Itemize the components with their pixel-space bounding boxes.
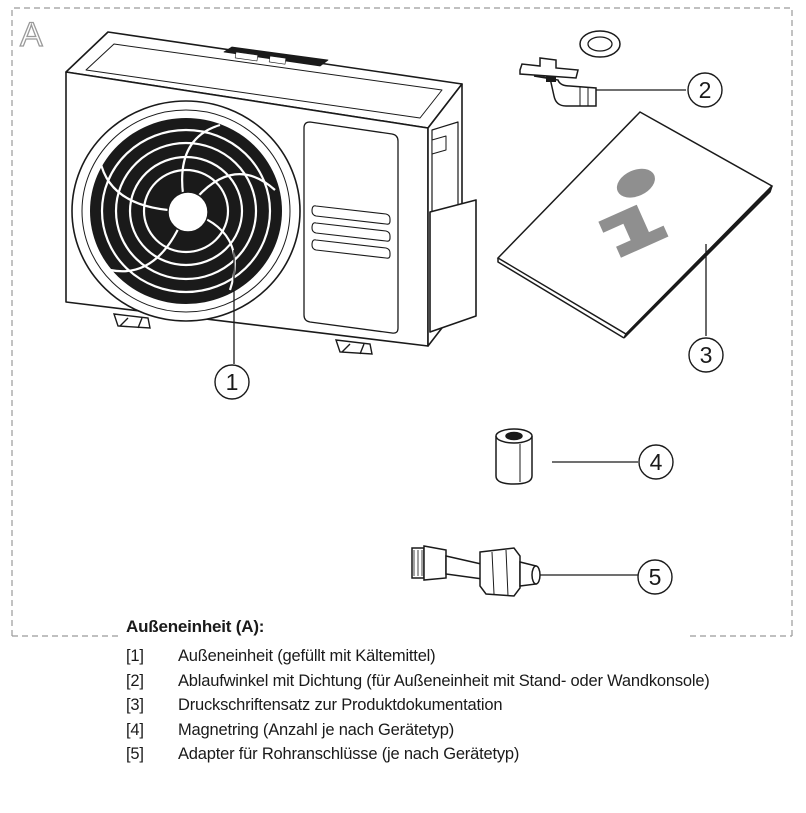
outdoor-unit-illustration	[65, 31, 477, 347]
callout-number-2: 2	[699, 77, 712, 103]
legend-item-number: [5]	[126, 745, 144, 763]
magnet-ring-illustration	[495, 428, 533, 485]
unit-feet	[112, 313, 373, 355]
parts-diagram: A	[11, 7, 793, 637]
legend-item-number: [4]	[126, 720, 144, 739]
callout-circle-5	[637, 559, 673, 595]
legend-item-text: Ablaufwinkel mit Dichtung (für Außeneinh…	[178, 671, 710, 690]
legend-item-number: [2]	[126, 671, 144, 690]
callout-circle-2	[687, 72, 723, 108]
legend: Außeneinheit (A): [1] Außeneinheit (gefü…	[126, 617, 766, 767]
legend-item: [2] Ablaufwinkel mit Dichtung (für Außen…	[126, 669, 766, 694]
callout-number-4: 4	[650, 449, 663, 475]
legend-item-text: Adapter für Rohranschlüsse (je nach Gerä…	[178, 745, 520, 763]
legend-title: Außeneinheit (A):	[126, 617, 265, 636]
callout-number-3: 3	[700, 342, 713, 368]
documentation-illustration	[496, 111, 774, 339]
legend-item: [4] Magnetring (Anzahl je nach Gerätetyp…	[126, 718, 766, 743]
legend-item: [5] Adapter für Rohranschlüsse (je nach …	[126, 742, 766, 767]
legend-item: [1] Außeneinheit (gefüllt mit Kältemitte…	[126, 644, 766, 669]
legend-item-text: Außeneinheit (gefüllt mit Kältemittel)	[178, 647, 436, 665]
callout-number-1: 1	[226, 369, 239, 395]
legend-item-text: Magnetring (Anzahl je nach Gerätetyp)	[178, 720, 455, 739]
legend-item: [3] Druckschriftensatz zur Produktdokume…	[126, 693, 766, 718]
callout-number-5: 5	[649, 564, 662, 590]
legend-item-number: [3]	[126, 696, 144, 714]
callout-circle-4	[638, 444, 674, 480]
callout-circle-3	[688, 337, 724, 373]
figure-label: A	[20, 16, 43, 54]
legend-item-text: Druckschriftensatz zur Produktdokumentat…	[178, 696, 503, 714]
dashed-frame	[11, 7, 793, 637]
legend-item-number: [1]	[126, 647, 144, 665]
drain-elbow-illustration	[519, 30, 621, 107]
callout-circle-1	[214, 364, 250, 400]
adapter-illustration	[411, 545, 541, 597]
